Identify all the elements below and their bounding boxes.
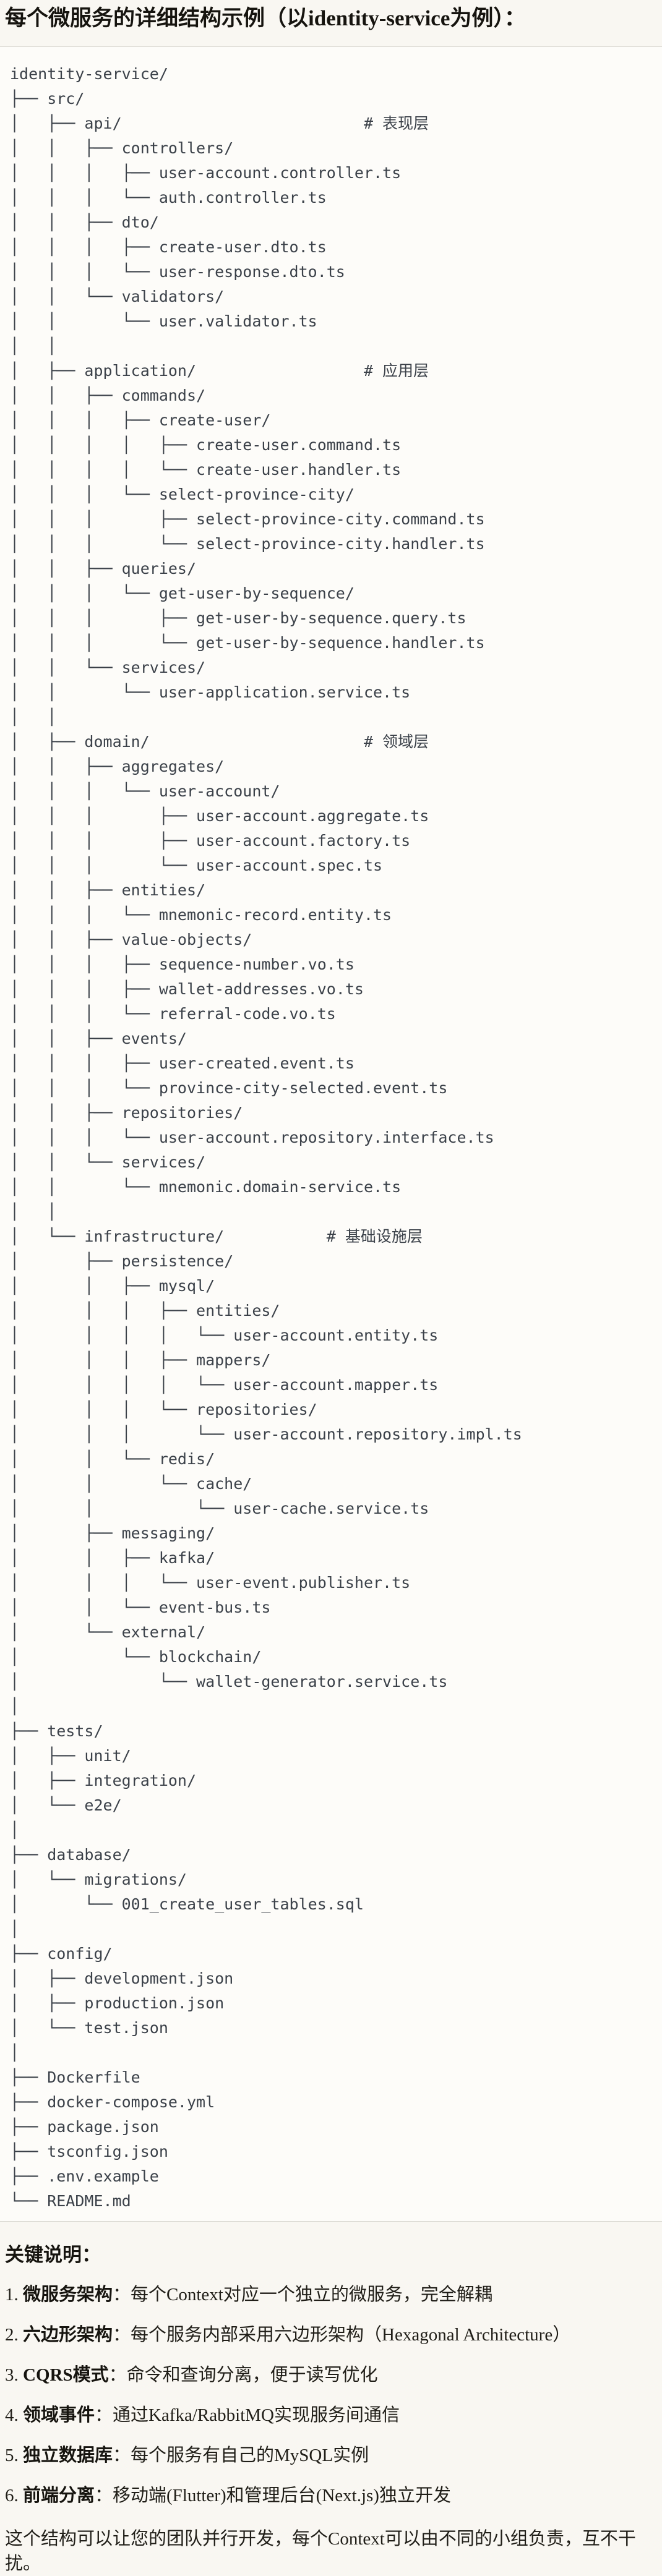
note-label: 六边形架构 (23, 2325, 113, 2345)
note-text: ：移动端(Flutter)和管理后台(Next.js)独立开发 (95, 2486, 451, 2506)
note-item-independent-db: 5. 独立数据库：每个服务有自己的MySQL实例 (5, 2443, 657, 2468)
note-label: 前端分离 (23, 2486, 95, 2506)
closing-paragraph: 这个结构可以让您的团队并行开发，每个Context可以由不同的小组负责，互不干扰… (5, 2529, 636, 2574)
note-item-hexagonal: 2. 六边形架构：每个服务内部采用六边形架构（Hexagonal Archite… (5, 2322, 657, 2347)
note-text: ：通过Kafka/RabbitMQ实现服务间通信 (95, 2405, 400, 2425)
note-label: 微服务架构 (23, 2285, 113, 2305)
note-item-microservices: 1. 微服务架构：每个Context对应一个独立的微服务，完全解耦 (5, 2282, 657, 2307)
note-item-cqrs: 3. CQRS模式：命令和查询分离，便于读写优化 (5, 2363, 657, 2387)
note-number: 3. (5, 2365, 23, 2385)
key-notes-section: 关键说明： 1. 微服务架构：每个Context对应一个独立的微服务，完全解耦 … (0, 2243, 662, 2576)
note-number: 6. (5, 2486, 23, 2506)
note-label: 领域事件 (23, 2405, 95, 2425)
directory-tree-code-block: identity-service/ ├── src/ │ ├── api/ # … (0, 46, 662, 2222)
note-label: 独立数据库 (23, 2446, 113, 2465)
note-text: ：每个服务内部采用六边形架构（Hexagonal Architecture） (113, 2325, 571, 2345)
note-text: ：命令和查询分离，便于读写优化 (108, 2365, 378, 2385)
note-number: 4. (5, 2405, 23, 2425)
note-item-domain-events: 4. 领域事件：通过Kafka/RabbitMQ实现服务间通信 (5, 2403, 657, 2428)
note-number: 1. (5, 2285, 23, 2305)
page-title: 每个微服务的详细结构示例（以identity-service为例）： (5, 6, 526, 30)
note-label: CQRS模式 (23, 2365, 109, 2385)
note-number: 5. (5, 2446, 23, 2465)
key-notes-heading: 关键说明： (5, 2244, 101, 2266)
note-text: ：每个服务有自己的MySQL实例 (113, 2446, 369, 2465)
note-text: ：每个Context对应一个独立的微服务，完全解耦 (113, 2285, 492, 2305)
note-number: 2. (5, 2325, 23, 2345)
note-item-frontend-separation: 6. 前端分离：移动端(Flutter)和管理后台(Next.js)独立开发 (5, 2483, 657, 2508)
